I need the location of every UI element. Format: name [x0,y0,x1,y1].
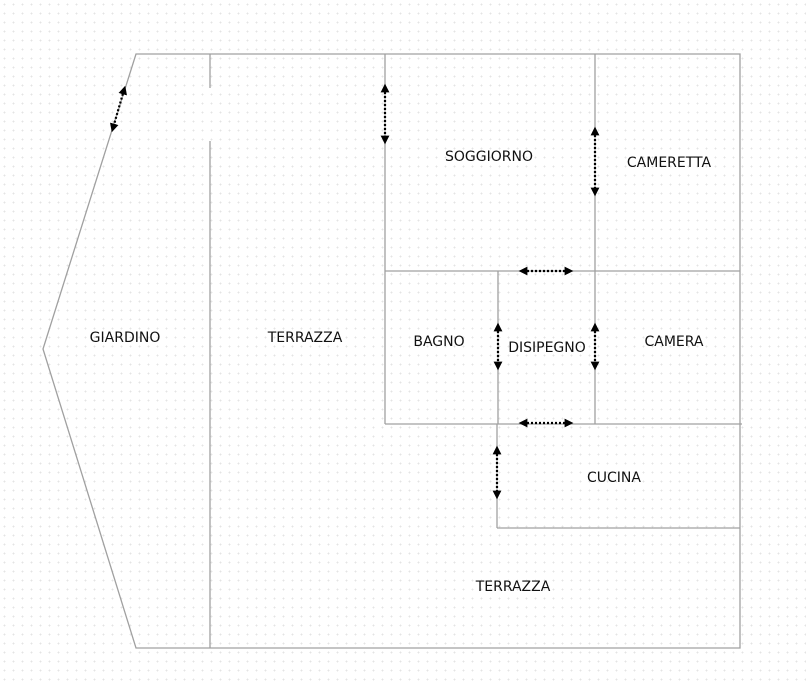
room-label-soggiorno: SOGGIORNO [445,149,533,165]
room-label-terrazza-bottom: TERRAZZA [475,579,551,595]
room-label-cucina: CUCINA [587,470,641,486]
room-label-giardino: GIARDINO [90,330,161,346]
room-label-terrazza-left: TERRAZZA [267,330,343,346]
room-label-bagno: BAGNO [413,334,464,350]
door-giardino-terrazza [109,85,128,133]
room-label-disipegno: DISIPEGNO [508,340,586,356]
outer-wall [42,53,741,649]
room-label-camera: CAMERA [644,334,703,350]
room-label-cameretta: CAMERETTA [627,155,712,171]
